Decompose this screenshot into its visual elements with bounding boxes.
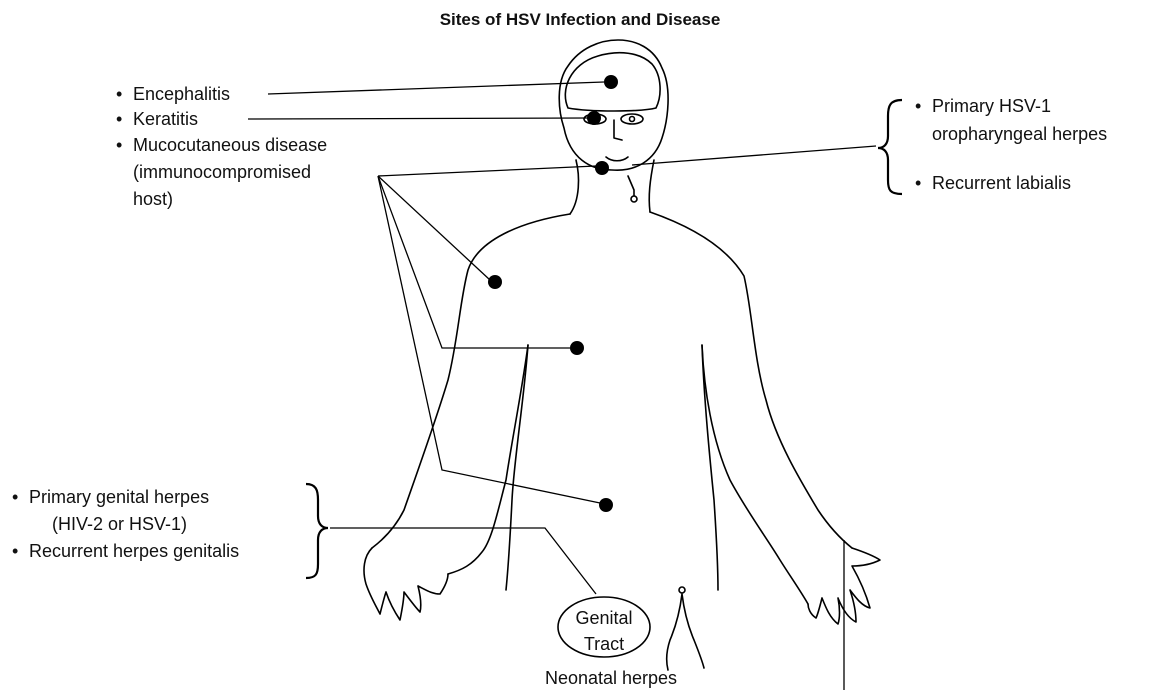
left-arm-outer bbox=[372, 214, 570, 548]
site-markers bbox=[488, 75, 618, 512]
genital-circle bbox=[679, 587, 685, 593]
mucocutaneous-leader-abdomen bbox=[378, 176, 600, 503]
labialis-leader bbox=[632, 146, 876, 165]
upper-left-labels: • Encephalitis • Keratitis • Mucocutaneo… bbox=[116, 84, 327, 209]
label-primary-genital: Primary genital herpes bbox=[29, 487, 209, 507]
right-arm-outer bbox=[650, 212, 852, 548]
throat-circle bbox=[631, 196, 637, 202]
label-host: host) bbox=[133, 189, 173, 209]
label-oropharyngeal: oropharyngeal herpes bbox=[932, 124, 1107, 144]
label-immunocompromised: (immunocompromised bbox=[133, 162, 311, 182]
left-hand bbox=[364, 548, 448, 620]
chest-site-dot bbox=[570, 341, 584, 355]
bullet-mucocutaneous: • bbox=[116, 135, 122, 155]
mucocutaneous-leader-shoulder bbox=[378, 176, 490, 280]
torso-left bbox=[506, 345, 528, 590]
bullet-primary-genital: • bbox=[12, 487, 18, 507]
torso-right bbox=[702, 345, 718, 590]
genital-tract-group: Genital Tract Neonatal herpes bbox=[545, 597, 677, 688]
genital-tract-label-1: Genital bbox=[575, 608, 632, 628]
leader-lines bbox=[248, 82, 876, 594]
genital-leader bbox=[330, 528, 596, 594]
bullet-recurrent-genitalis: • bbox=[12, 541, 18, 561]
lower-left-labels: • Primary genital herpes (HIV-2 or HSV-1… bbox=[12, 484, 328, 578]
nose bbox=[614, 120, 622, 140]
eye-site-dot bbox=[587, 111, 601, 125]
neck-right bbox=[649, 160, 654, 212]
label-keratitis: Keratitis bbox=[133, 109, 198, 129]
genital-mark bbox=[667, 594, 704, 670]
label-hiv2-hsv1: (HIV-2 or HSV-1) bbox=[52, 514, 187, 534]
label-encephalitis: Encephalitis bbox=[133, 84, 230, 104]
brain-site-dot bbox=[604, 75, 618, 89]
bullet-primary-hsv1: • bbox=[915, 96, 921, 116]
right-brace bbox=[878, 100, 902, 194]
bullet-keratitis: • bbox=[116, 109, 122, 129]
bullet-labialis: • bbox=[915, 173, 921, 193]
body-outline bbox=[364, 40, 880, 690]
throat-mark bbox=[628, 176, 634, 196]
mucocutaneous-leader-chest bbox=[378, 176, 570, 348]
mouth-site-dot bbox=[595, 161, 609, 175]
encephalitis-leader bbox=[268, 82, 604, 94]
diagram-title: Sites of HSV Infection and Disease bbox=[440, 10, 721, 29]
label-labialis: Recurrent labialis bbox=[932, 173, 1071, 193]
label-primary-hsv1: Primary HSV-1 bbox=[932, 96, 1051, 116]
mucocutaneous-leader-mouth bbox=[378, 166, 596, 176]
keratitis-leader bbox=[248, 118, 588, 119]
label-mucocutaneous: Mucocutaneous disease bbox=[133, 135, 327, 155]
genital-tract-label-2: Tract bbox=[584, 634, 624, 654]
mouth bbox=[606, 157, 628, 161]
right-eye bbox=[621, 114, 643, 124]
right-labels: • Primary HSV-1 oropharyngeal herpes • R… bbox=[878, 96, 1107, 194]
neck-left bbox=[570, 160, 578, 214]
shoulder-site-dot bbox=[488, 275, 502, 289]
left-brace bbox=[306, 484, 328, 578]
neonatal-label: Neonatal herpes bbox=[545, 668, 677, 688]
label-recurrent-genitalis: Recurrent herpes genitalis bbox=[29, 541, 239, 561]
head-outline bbox=[559, 40, 668, 170]
abdomen-site-dot bbox=[599, 498, 613, 512]
bullet-encephalitis: • bbox=[116, 84, 122, 104]
right-pupil bbox=[630, 117, 635, 122]
